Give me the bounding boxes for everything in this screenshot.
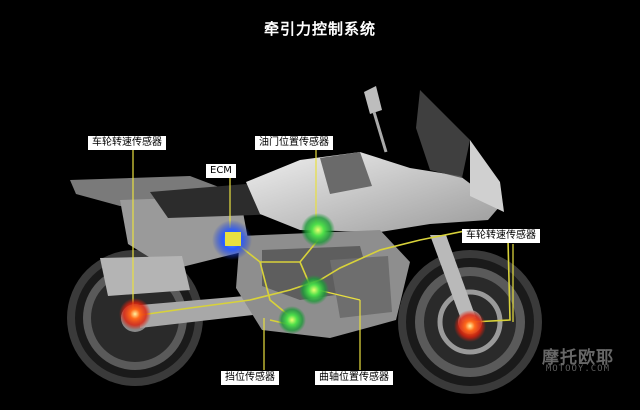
tank-panel (320, 152, 372, 194)
diagram-title: 牵引力控制系统 (263, 20, 376, 38)
label-rear-wheel-speed-sensor: 车轮转速传感器 (88, 136, 166, 150)
windscreen (416, 90, 470, 178)
label-ecm: ECM (206, 164, 236, 178)
mirror (364, 86, 382, 114)
exhaust (100, 256, 190, 296)
label-throttle-position-sensor: 油门位置传感器 (255, 136, 333, 150)
front-beak (470, 140, 504, 212)
gear-position-sensor-glow (278, 306, 306, 334)
rear-wheel-speed-sensor-glow (119, 298, 151, 330)
watermark-url: MOTOOY.COM (545, 364, 610, 374)
throttle-position-sensor-glow (301, 213, 335, 247)
fuel-tank (246, 152, 500, 232)
front-fork (430, 235, 476, 322)
label-gear-position-sensor: 挡位传感器 (221, 371, 279, 385)
label-front-wheel-speed-sensor: 车轮转速传感器 (462, 229, 540, 243)
label-crank-position-sensor: 曲轴位置传感器 (315, 371, 393, 385)
ecm-unit (225, 232, 241, 246)
front-wheel-speed-sensor-glow (454, 310, 486, 342)
watermark-logo: 摩托欧耶 (542, 348, 614, 368)
crank-position-sensor-glow (299, 275, 329, 305)
